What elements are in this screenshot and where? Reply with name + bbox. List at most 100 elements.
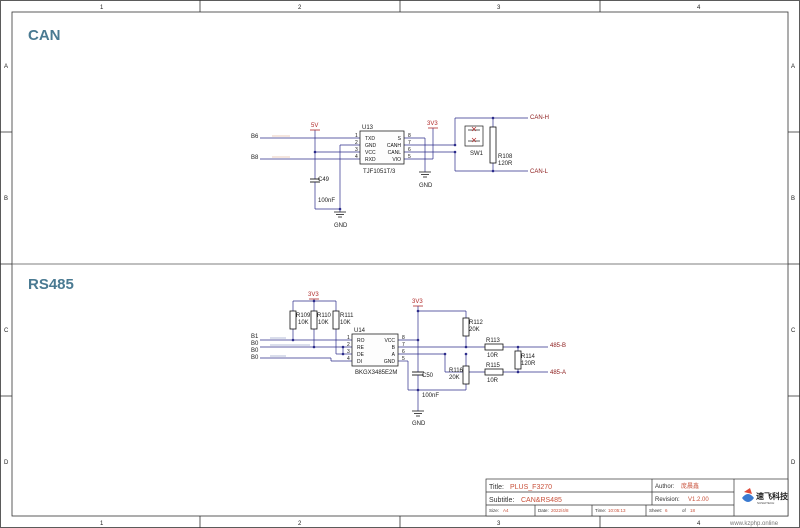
rs485-r113-ref: R113 (486, 338, 501, 344)
rs485-pullup-r109: R109 10K (289, 310, 311, 330)
sheet-value: 6 (665, 508, 668, 513)
rs485-r111-ref: R111 (340, 313, 354, 319)
row-label-right-d: D (791, 460, 796, 466)
rs485-circuit: B1 B0 B0 B0 3V3 R109 10K R110 10K R111 1… (251, 292, 566, 427)
rs485-r109-ref: R109 (296, 313, 311, 319)
rs485-resistor-r112: R112 20K (462, 317, 484, 337)
col-label-bottom-4: 4 (697, 521, 701, 527)
row-label-left-b: B (4, 196, 8, 202)
rs485-3v3-power-b: 3V3 (412, 299, 423, 311)
rs485-pinnum-6: 6 (402, 349, 405, 355)
size-value: A4 (503, 508, 509, 513)
can-pinnum-6: 6 (408, 147, 411, 153)
can-cap-c49: C49 100nF (310, 177, 335, 204)
row-label-left-d: D (4, 460, 9, 466)
rs485-ic-ref: U14 (354, 328, 366, 334)
can-circuit: B6 B8 5V C49 100nF GND U13 TJF1051T/3 TX… (251, 115, 549, 229)
can-gnd-1-label: GND (334, 223, 348, 229)
can-pin-right-6: CANL (388, 150, 402, 156)
rs485-pin-right-6: A (392, 352, 396, 358)
rs485-pullup-r110: R110 10K (310, 310, 332, 330)
rs485-r113-value: 10R (487, 353, 499, 359)
company-logo-icon: 速飞科技 SUSHITECH (742, 488, 789, 505)
rs485-transceiver-u14: U14 BKGX3485E2M RO RE DE DI VCC B A GND … (347, 328, 405, 376)
can-pinnum-7: 7 (408, 140, 411, 146)
rs485-resistor-r113: R113 10R (484, 338, 504, 359)
can-3v3-power: 3V3 (427, 121, 438, 129)
can-res-value: 120R (498, 161, 513, 167)
rs485-pin-left-4: DI (357, 359, 362, 365)
can-pin-left-2: GND (365, 143, 377, 149)
can-transceiver-u13: U13 TJF1051T/3 TXD GND VCC RXD S CANH CA… (355, 125, 411, 175)
can-out-l: CAN-L (530, 169, 549, 175)
can-wires (260, 117, 528, 212)
net-label-rs485-ro: B1 (251, 334, 259, 340)
rs485-pin-left-1: RO (357, 338, 365, 344)
net-label-rs485-de: B0 (251, 355, 259, 361)
can-5v-power: 5V (310, 123, 320, 131)
can-resistor-r108: R108 120R (489, 126, 513, 167)
rs485-cap-value: 100nF (422, 393, 439, 399)
time-value: 10:05:13 (608, 508, 626, 513)
section-title-rs485: RS485 (28, 276, 74, 293)
row-label-left-a: A (4, 64, 8, 70)
rs485-out-b: 485-B (550, 343, 566, 349)
can-res-ref: R108 (498, 154, 513, 160)
can-pinnum-5: 5 (408, 154, 411, 160)
time-label: Time: (595, 508, 606, 513)
col-label-top-1: 1 (100, 5, 104, 11)
subtitle-label: Subtitle: (489, 497, 514, 504)
can-pinnum-3: 3 (355, 147, 358, 153)
rs485-resistor-r115: R115 10R (484, 363, 504, 384)
rs485-pinnum-8: 8 (402, 335, 405, 341)
rs485-pin-right-5: GND (384, 359, 396, 365)
rs485-pin-left-3: DE (357, 352, 365, 358)
row-label-left-c: C (4, 328, 9, 334)
rs485-cap-ref: C50 (422, 373, 434, 379)
size-label: Size: (489, 508, 499, 513)
net-label-rs485-re: B0 (251, 341, 259, 347)
col-label-bottom-1: 1 (100, 521, 104, 527)
rs485-pin-right-7: B (392, 345, 396, 351)
rs485-r110-value: 10K (318, 320, 329, 326)
rs485-pinnum-7: 7 (402, 342, 405, 348)
rs485-r115-value: 10R (487, 378, 499, 384)
can-cap-ref: C49 (318, 177, 330, 183)
revision-label: Revision: (655, 497, 680, 503)
logo-text: 速飞科技 (756, 491, 789, 501)
can-pin-left-4: RXD (365, 157, 376, 163)
rs485-pin-left-2: RE (357, 345, 365, 351)
col-label-bottom-3: 3 (497, 521, 501, 527)
can-pin-right-8: S (398, 136, 402, 142)
can-out-h: CAN-H (530, 115, 549, 121)
can-pin-right-5: VIO (392, 157, 401, 163)
rs485-ic-part: BKGX3485E2M (355, 370, 397, 376)
rs485-r114-value: 120R (521, 361, 536, 367)
can-gnd-1 (334, 211, 346, 218)
author-value: 庞晨鑫 (681, 482, 699, 490)
can-pinnum-8: 8 (408, 133, 411, 139)
net-label-can-rx: B8 (251, 155, 259, 161)
rs485-r114-ref: R114 (521, 354, 536, 360)
rs485-pullup-r111: R111 10K (332, 310, 354, 330)
can-pinnum-2: 2 (355, 140, 358, 146)
col-label-top-4: 4 (697, 5, 701, 11)
rs485-r116-value: 20K (449, 375, 460, 381)
can-ic-part: TJF1051T/3 (363, 169, 396, 175)
can-pin-left-1: TXD (365, 136, 375, 142)
rs485-r112-value: 20K (469, 327, 480, 333)
rs485-r111-value: 10K (340, 320, 351, 326)
revision-value: V1.2.00 (688, 497, 709, 503)
can-pinnum-4: 4 (355, 154, 358, 160)
date-value: 2022/4/8 (551, 508, 569, 513)
col-label-bottom-2: 2 (298, 521, 302, 527)
power-label-can-3v3: 3V3 (427, 121, 438, 127)
can-switch-ref: SW1 (470, 151, 484, 157)
rs485-r116-ref: R116 (449, 368, 464, 374)
can-cap-value: 100nF (318, 198, 335, 204)
net-label-rs485-re2: B0 (251, 348, 259, 354)
subtitle-value: CAN&RS485 (521, 497, 562, 504)
net-label-can-tx: B6 (251, 134, 259, 140)
rs485-resistor-r114: R114 120R (514, 350, 536, 370)
rs485-r110-ref: R110 (317, 313, 332, 319)
